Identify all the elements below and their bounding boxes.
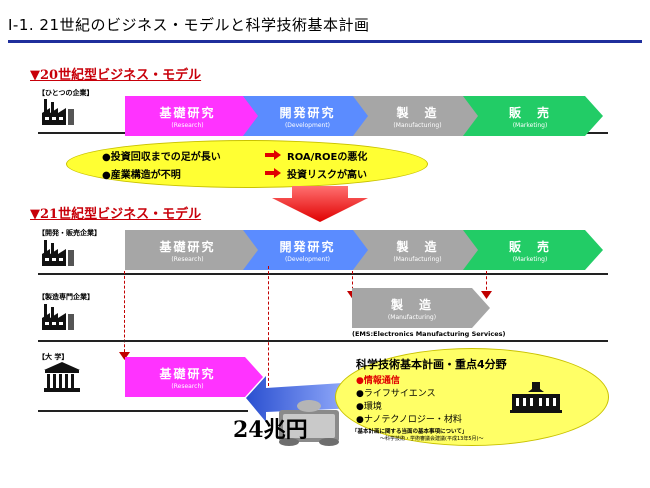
connector-development	[268, 266, 269, 386]
page-title: Ⅰ-1. 21世紀のビジネス・モデルと科学技術基本計画	[8, 16, 370, 34]
money-bags-icon	[279, 400, 339, 446]
stage-manufacturing-shape	[353, 96, 485, 136]
plan-footnote: 「基本計画に関する当面の基本事項について」	[352, 429, 468, 435]
plan-footnote-sub: ～科学技術・学術審議会建議(平成13年5月)～	[380, 436, 484, 442]
row1-label: 【開発・販売企業】	[38, 229, 101, 237]
arrow-down-icon	[119, 352, 130, 360]
row2-manufacturing-shape	[352, 288, 490, 328]
arrow-right-icon	[265, 150, 281, 160]
row3-label: 【大 学】	[38, 353, 69, 361]
row3-research-shape	[125, 357, 263, 397]
stage-development: 開発研究(Development)	[279, 105, 336, 129]
connector-research	[124, 271, 125, 357]
plan-item-4: ●ナノテクノロジー・材料	[356, 415, 462, 425]
value-chain-21c	[125, 230, 603, 270]
funding-amount: 24兆円	[233, 417, 308, 443]
arrow-down-icon	[481, 291, 492, 299]
row1-stage-development: 開発研究(Development)	[279, 239, 336, 263]
row-divider	[38, 273, 608, 275]
row1-stage-research: 基礎研究(Research)	[159, 239, 216, 263]
row3-stage-research: 基礎研究(Research)	[159, 366, 216, 390]
university-building-icon	[44, 362, 80, 392]
problem-cause-2: ●産業構造が不明	[102, 170, 181, 181]
ems-note: (EMS:Electronics Manufacturing Services)	[352, 330, 506, 338]
stage-manufacturing: 製 造(Manufacturing)	[393, 105, 442, 129]
plan-title: 科学技術基本計画・重点4分野	[356, 358, 507, 371]
plan-ellipse	[335, 348, 609, 446]
section21-heading: ▼21世紀型ビジネス・モデル	[30, 207, 202, 222]
row1-stage-marketing: 販 売(Marketing)	[508, 239, 551, 263]
stage-development-shape	[243, 96, 375, 136]
diet-building-icon	[510, 382, 562, 413]
plan-item-2: ●ライフサイエンス	[356, 389, 436, 399]
connector-manufacturing-left	[352, 271, 353, 295]
arrow-right-icon	[265, 168, 281, 178]
row-divider	[38, 410, 248, 412]
down-arrow-icon	[272, 186, 368, 222]
factory-icon	[42, 304, 74, 330]
problem-effect-1: ROA/ROEの悪化	[287, 152, 368, 163]
stage-marketing: 販 売(Marketing)	[508, 105, 551, 129]
funding-arrow-icon	[246, 376, 358, 422]
stage-research-shape	[125, 96, 265, 136]
row2-stage-manufacturing: 製 造(Manufacturing)	[387, 297, 437, 321]
stage-marketing-shape	[463, 96, 603, 136]
row1-stage-manufacturing: 製 造(Manufacturing)	[393, 239, 442, 263]
row-divider	[38, 340, 608, 342]
factory-icon	[42, 240, 74, 266]
section20-heading: ▼20世紀型ビジネス・モデル	[30, 68, 202, 83]
plan-item-3: ●環境	[356, 402, 382, 412]
row2-label: 【製造専門企業】	[38, 293, 94, 301]
value-chain-20c	[125, 96, 603, 136]
section20-row-label: 【ひとつの企業】	[38, 89, 94, 97]
problem-effect-2: 投資リスクが高い	[287, 170, 367, 181]
stage-research: 基礎研究(Research)	[159, 105, 216, 129]
problem-cause-1: ●投資回収までの足が長い	[102, 152, 221, 163]
factory-icon	[42, 99, 74, 125]
problems-ellipse	[66, 140, 428, 188]
plan-item-1: ●情報通信	[356, 376, 400, 386]
title-rule	[8, 40, 642, 43]
connector-manufacturing-right	[486, 271, 487, 295]
